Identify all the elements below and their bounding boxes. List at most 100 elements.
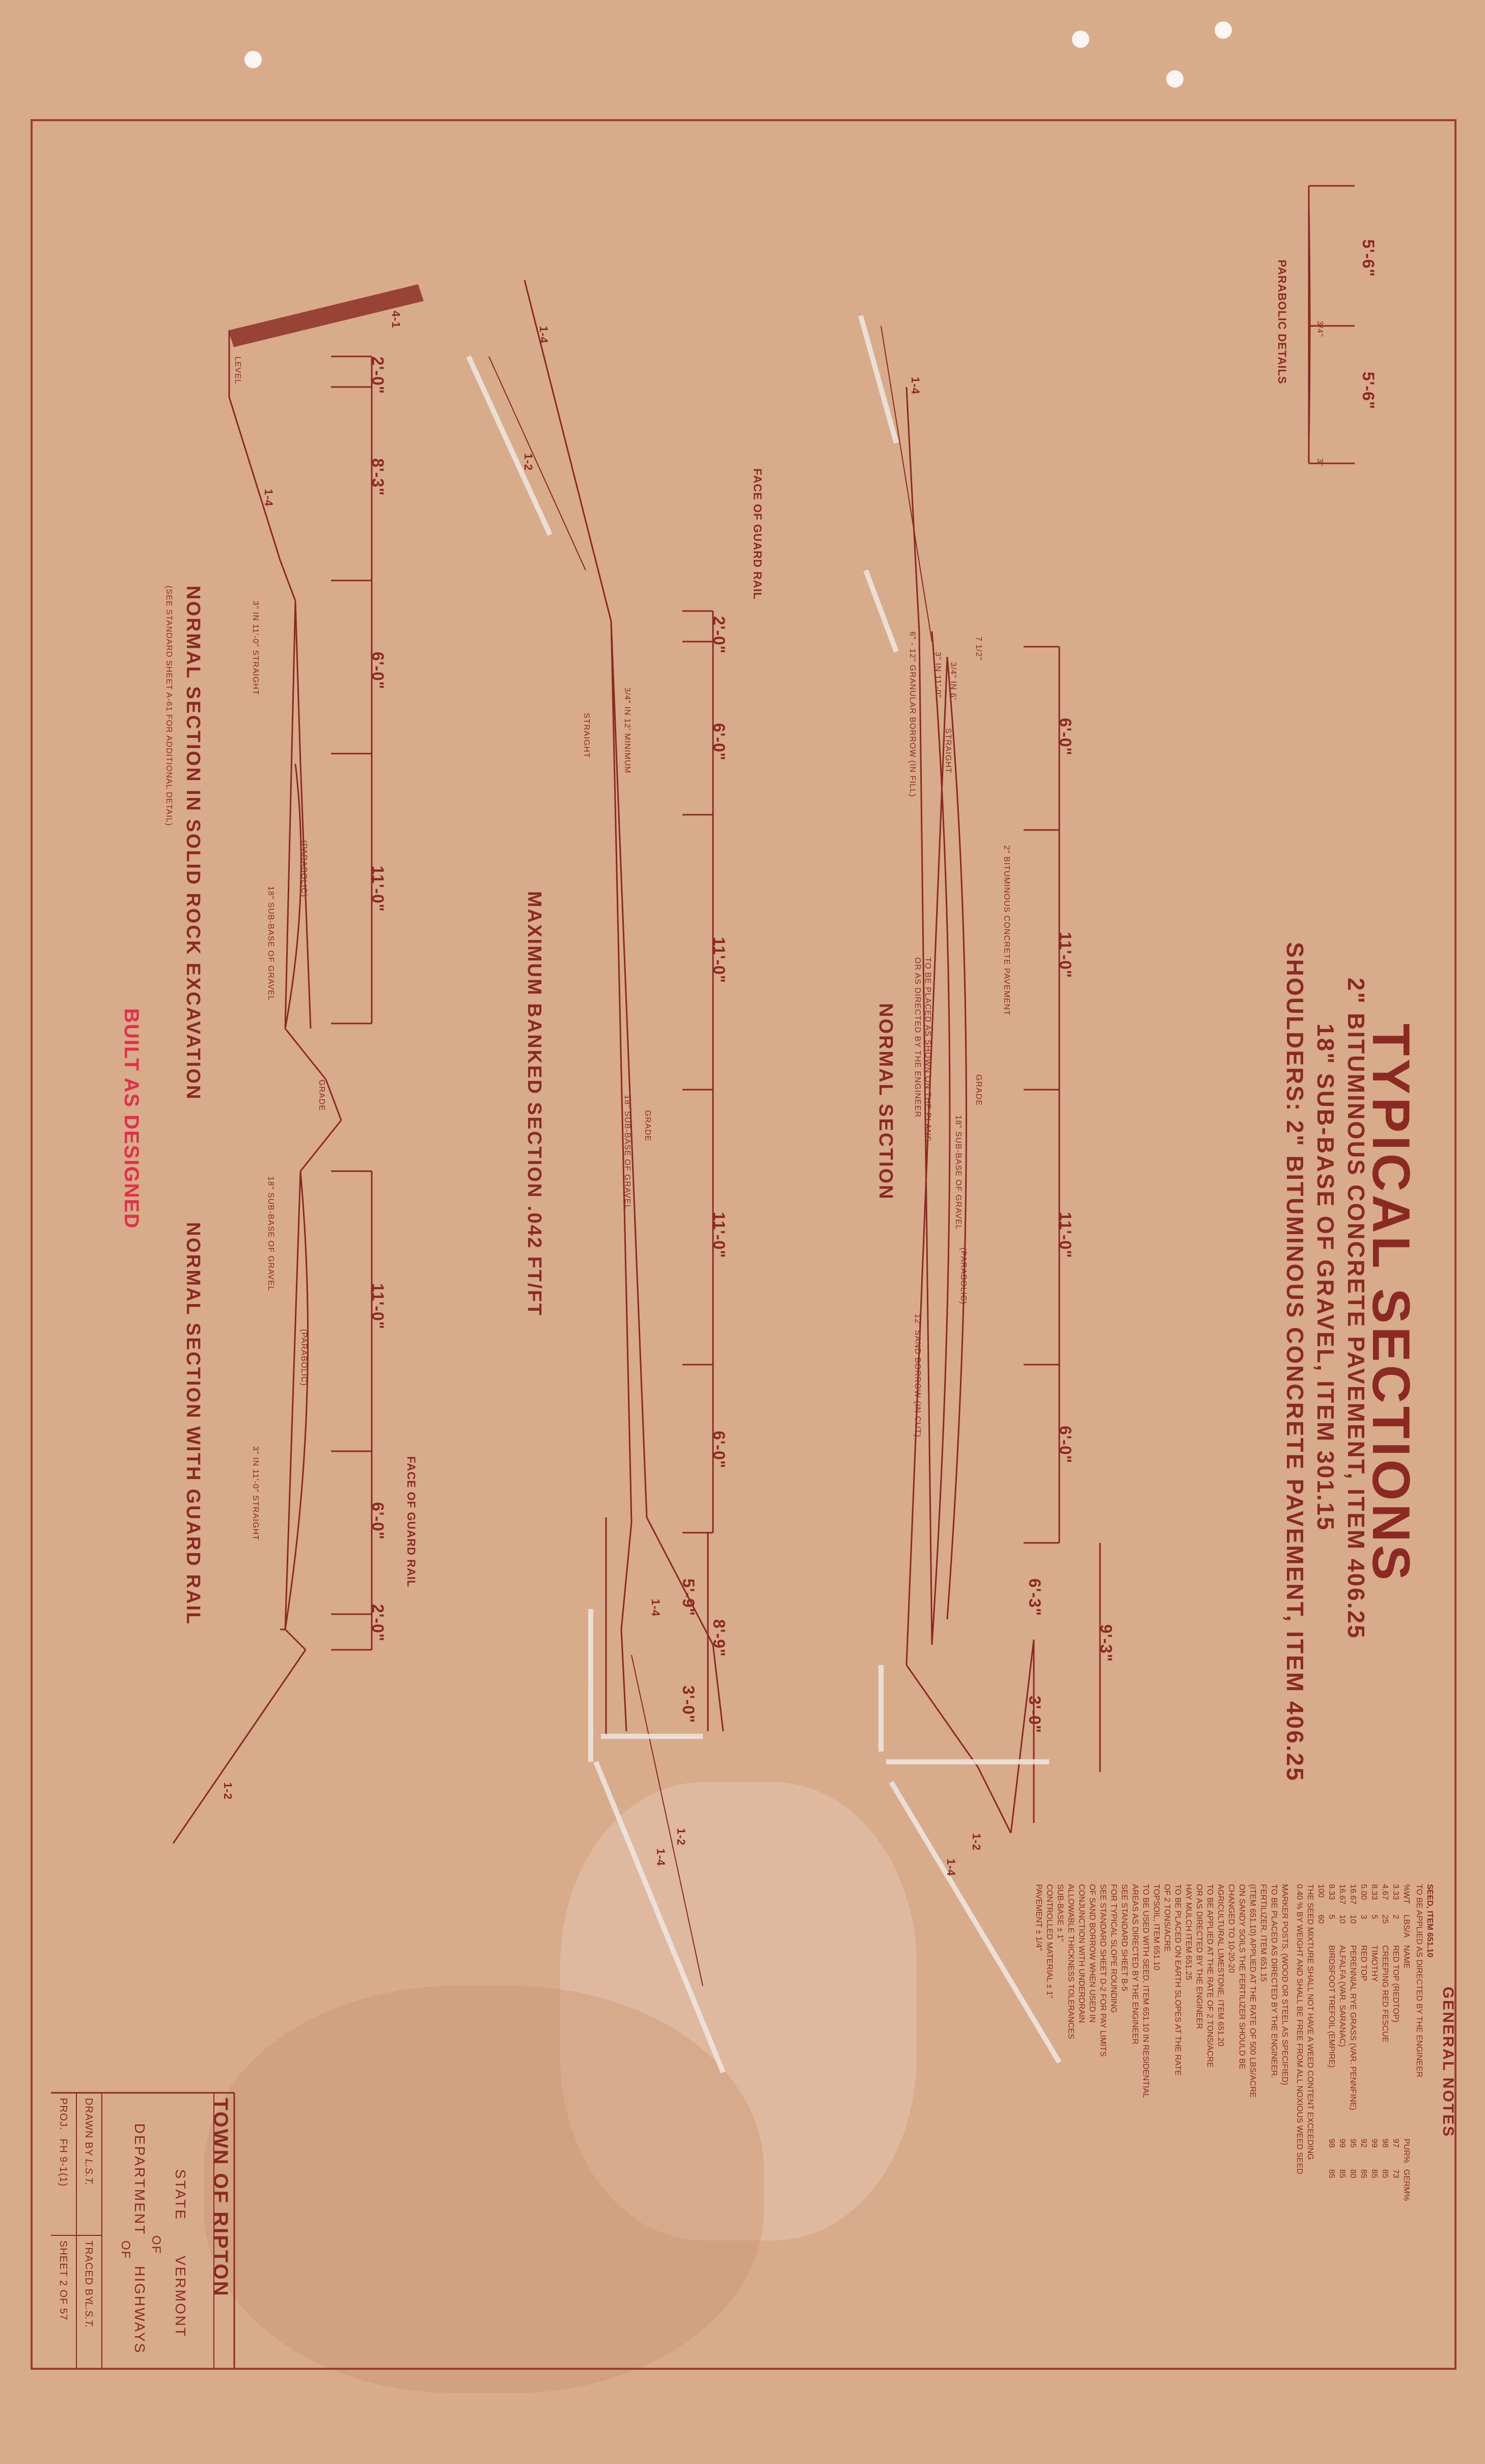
parabolic-mid: 3/4" <box>1315 321 1324 337</box>
banked-face-rail: FACE OF GUARD RAIL <box>751 468 764 600</box>
seed-cell: PERENNIAL RYE GRASS (VAR. PENNFINE) <box>1349 1945 1357 2111</box>
seed-cell: ALFALFA (VAR. SARANAC) <box>1338 1945 1346 2047</box>
note-line: (ITEM 651.10) APPLIED AT THE RATE OF 500… <box>1248 1884 1257 2098</box>
seed-cell: 8.33 <box>1327 1884 1336 1900</box>
seed-foot-2: 0.40 % BY WEIGHT AND SHALL BE FREE FROM … <box>1295 1884 1304 2174</box>
normal-note-parabolic: (PARABOLIC) <box>959 1248 968 1305</box>
rock-level: LEVEL <box>233 356 242 384</box>
rock-slope-side: 1-4 <box>262 489 275 507</box>
rock-section-label: NORMAL SECTION IN SOLID ROCK EXCAVATION <box>182 586 204 1101</box>
note-line: AGRICULTURAL LIMESTONE, ITEM 651.20 <box>1216 1884 1225 2046</box>
drawn-by: L.S.T. <box>83 2159 94 2185</box>
note-line: OF 2 TONS/ACRE <box>1163 1884 1171 1952</box>
note-line: ON SANDY SOILS THE FERTILIZER SHOULD BE <box>1238 1884 1246 2069</box>
seed-foot-1: THE SEED MIXTURE SHALL NOT HAVE A WEED C… <box>1306 1884 1314 2160</box>
seed-cell: 80 <box>1349 2169 1357 2178</box>
note-line: SEE STANDARD SHEET B-5 <box>1120 1884 1129 1991</box>
normal-dim-far-c: 3'-0" <box>1026 1696 1044 1734</box>
rail-slope: 1-2 <box>222 1782 234 1800</box>
note-line: FOR TYPICAL SLOPE ROUNDING <box>1109 1884 1118 2013</box>
rail-dim-3: 2'-0" <box>369 1604 387 1642</box>
seed-cell: 3.33 <box>1391 1884 1400 1900</box>
seed-cell: 73 <box>1391 2169 1400 2178</box>
seed-cell: 25 <box>1381 1915 1389 1924</box>
sheet-number: SHEET 2 OF 57 <box>58 2240 69 2321</box>
rail-note-parabolic: (PARABOLIC) <box>299 1329 308 1387</box>
seed-cell: 99 <box>1370 2139 1379 2148</box>
town-name: TOWN OF RIPTON <box>209 2098 232 2297</box>
seed-cell: 85 <box>1338 2169 1346 2178</box>
rail-section-label: NORMAL SECTION WITH GUARD RAIL <box>182 1222 204 1626</box>
seed-cell: 60 <box>1316 1915 1325 1924</box>
rock-dim-1: 2'-0" <box>369 356 387 395</box>
state-of: OF <box>149 2235 163 2255</box>
traced-by-label: TRACED BY <box>83 2240 94 2304</box>
punch-hole <box>244 51 262 68</box>
punch-hole <box>1072 31 1089 48</box>
seed-cell: 92 <box>1359 2139 1368 2148</box>
seed-cell: 16.67 <box>1338 1884 1346 1905</box>
normal-note-straight: STRAIGHT <box>944 728 952 773</box>
seed-cell: GERM% <box>1402 2169 1411 2201</box>
normal-slope-right-b: 1-4 <box>945 1859 957 1876</box>
traced-by: L.S.T. <box>83 2302 94 2328</box>
rock-section-lines <box>228 284 424 1172</box>
note-line: HAY MULCH ITEM 651.25 <box>1184 1884 1193 1980</box>
rail-face-rail: FACE OF GUARD RAIL <box>405 1456 418 1588</box>
project-number: FH 9-1(1) <box>58 2139 69 2187</box>
banked-slope-d: 1-2 <box>675 1828 688 1846</box>
rock-dim-3: 6'-0" <box>369 652 387 690</box>
project-label: PROJ. <box>58 2098 69 2130</box>
note-line: ALLOWABLE THICKNESS TOLERANCES <box>1066 1884 1075 2039</box>
whiteout-marks <box>466 315 1062 2073</box>
parabolic-label: PARABOLIC DETAILS <box>1276 260 1288 384</box>
banked-slope-c: 1-4 <box>649 1599 662 1617</box>
note-line: TO BE PLACED ON EARTH SLOPES AT THE RATE <box>1173 1884 1182 2076</box>
normal-note-slope: 3" IN 11'-0" <box>933 652 942 699</box>
normal-note-sand: 12" SAND BORROW (IN CUT) <box>913 1314 922 1438</box>
punch-hole <box>1215 21 1232 39</box>
normal-note-pavement: 2" BITUMINOUS CONCRETE PAVEMENT <box>1002 845 1011 1016</box>
note-line: OF SAND BORROW WHEN USED IN <box>1088 1884 1096 2023</box>
note-line: TO BE USED WITH SEED, ITEM 651.10 IN RES… <box>1141 1884 1150 2098</box>
seed-cell: CREEPING RED FESCUE <box>1381 1945 1389 2043</box>
seed-cell: NAME <box>1402 1945 1411 1969</box>
seed-title: SEED, ITEM 651.10 <box>1425 1884 1434 1958</box>
banked-slope-a: 1-4 <box>537 326 550 344</box>
rock-note-grade: GRADE <box>317 1079 326 1111</box>
normal-dim-1: 6'-0" <box>1056 718 1075 756</box>
note-line: TOPSOIL, ITEM 651.10 <box>1152 1884 1161 1971</box>
general-notes-heading: GENERAL NOTES <box>1440 1986 1456 2138</box>
rail-note-subbase: 18" SUB-BASE OF GRAVEL <box>266 1176 275 1291</box>
paper-stain <box>560 1782 917 2240</box>
note-line: PAVEMENT ± 1/4" <box>1034 1884 1043 1951</box>
normal-slope-left: 1-4 <box>909 377 922 395</box>
normal-note-depth: 7 1/2" <box>974 636 983 661</box>
banked-dim-4: 11'-0" <box>710 1212 728 1259</box>
seed-cell: 85 <box>1359 2169 1368 2178</box>
title-line-2: 18" SUB-BASE OF GRAVEL, ITEM 301.15 <box>1312 1023 1339 1532</box>
banked-note-subbase: 18" SUB-BASE OF GRAVEL <box>623 1095 631 1210</box>
department: DEPARTMENT <box>132 2123 148 2236</box>
note-line: SUB-BASE ± 1" <box>1056 1884 1064 1942</box>
department-of: OF <box>119 2240 132 2260</box>
department-highways: HIGHWAYS <box>132 2266 148 2355</box>
note-line: TO BE APPLIED AT THE RATE OF 2 TONS/ACRE <box>1205 1884 1214 2068</box>
note-line: OR AS DIRECTED BY THE ENGINEER <box>1195 1884 1203 2029</box>
banked-dim-5: 6'-0" <box>710 1431 728 1469</box>
seed-cell: 5 <box>1370 1915 1379 1919</box>
banked-note-grade: GRADE <box>643 1110 652 1142</box>
normal-note-grade: GRADE <box>974 1074 983 1106</box>
note-line: TO BE PLACED AS DIRECTED BY THE ENGINEER… <box>1270 1884 1278 2079</box>
rail-dim-2: 6'-0" <box>369 1502 387 1540</box>
note-line: SEE STANDARD SHEET D-2 FOR PAY LIMITS <box>1098 1884 1107 2057</box>
rock-note-subbase: 18" SUB-BASE OF GRAVEL <box>266 886 275 1001</box>
